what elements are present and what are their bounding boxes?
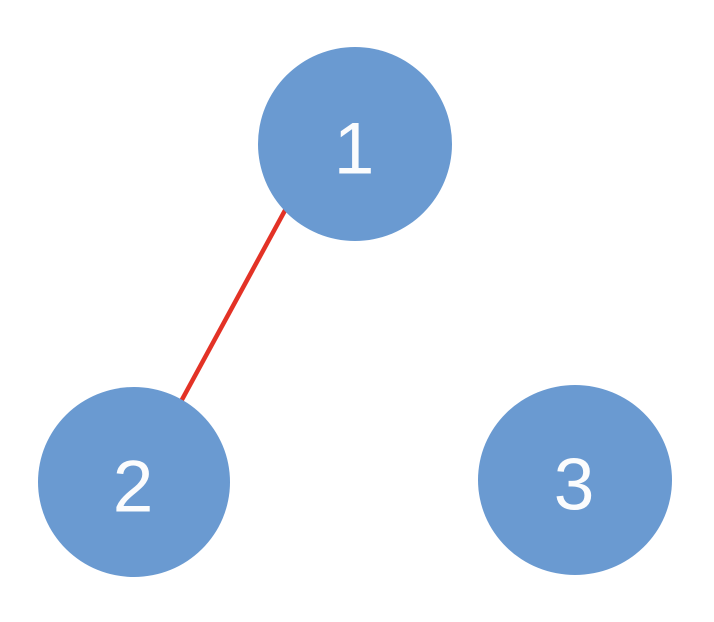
edge-node1-node2[interactable] — [170, 190, 297, 420]
node-3-label: 3 — [554, 445, 595, 526]
node-1-circle[interactable] — [258, 47, 452, 241]
node-3-circle[interactable] — [478, 385, 672, 575]
node-2-circle[interactable] — [38, 387, 230, 577]
node-1[interactable]: 1 — [258, 47, 452, 241]
node-1-label: 1 — [334, 109, 375, 190]
node-2-label: 2 — [113, 447, 154, 528]
node-2[interactable]: 2 — [38, 387, 230, 577]
node-3[interactable]: 3 — [478, 385, 672, 575]
